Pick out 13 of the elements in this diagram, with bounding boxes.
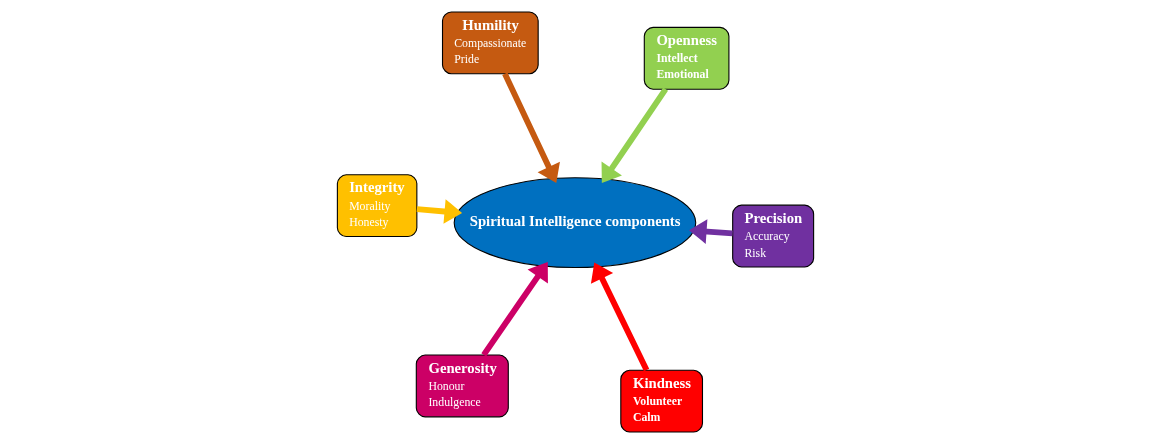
node-box: Humility Compassionate Pride — [441, 10, 539, 74]
arrow — [481, 261, 548, 356]
node-box: Generosity Honour Indulgence — [415, 353, 509, 417]
arrow — [688, 218, 733, 244]
arrow — [590, 262, 650, 371]
node-box: Precision Accuracy Risk — [732, 204, 815, 267]
arrow — [601, 87, 669, 183]
node-ellipse: Spiritual Intelligence components — [453, 176, 697, 268]
arrow — [502, 72, 560, 183]
node-box: Kindness Volunteer Calm — [620, 369, 704, 433]
arrow — [416, 198, 463, 224]
node-box: Openness Intellect Emotional — [643, 26, 730, 90]
node-box: Integrity Morality Honesty — [336, 173, 418, 237]
